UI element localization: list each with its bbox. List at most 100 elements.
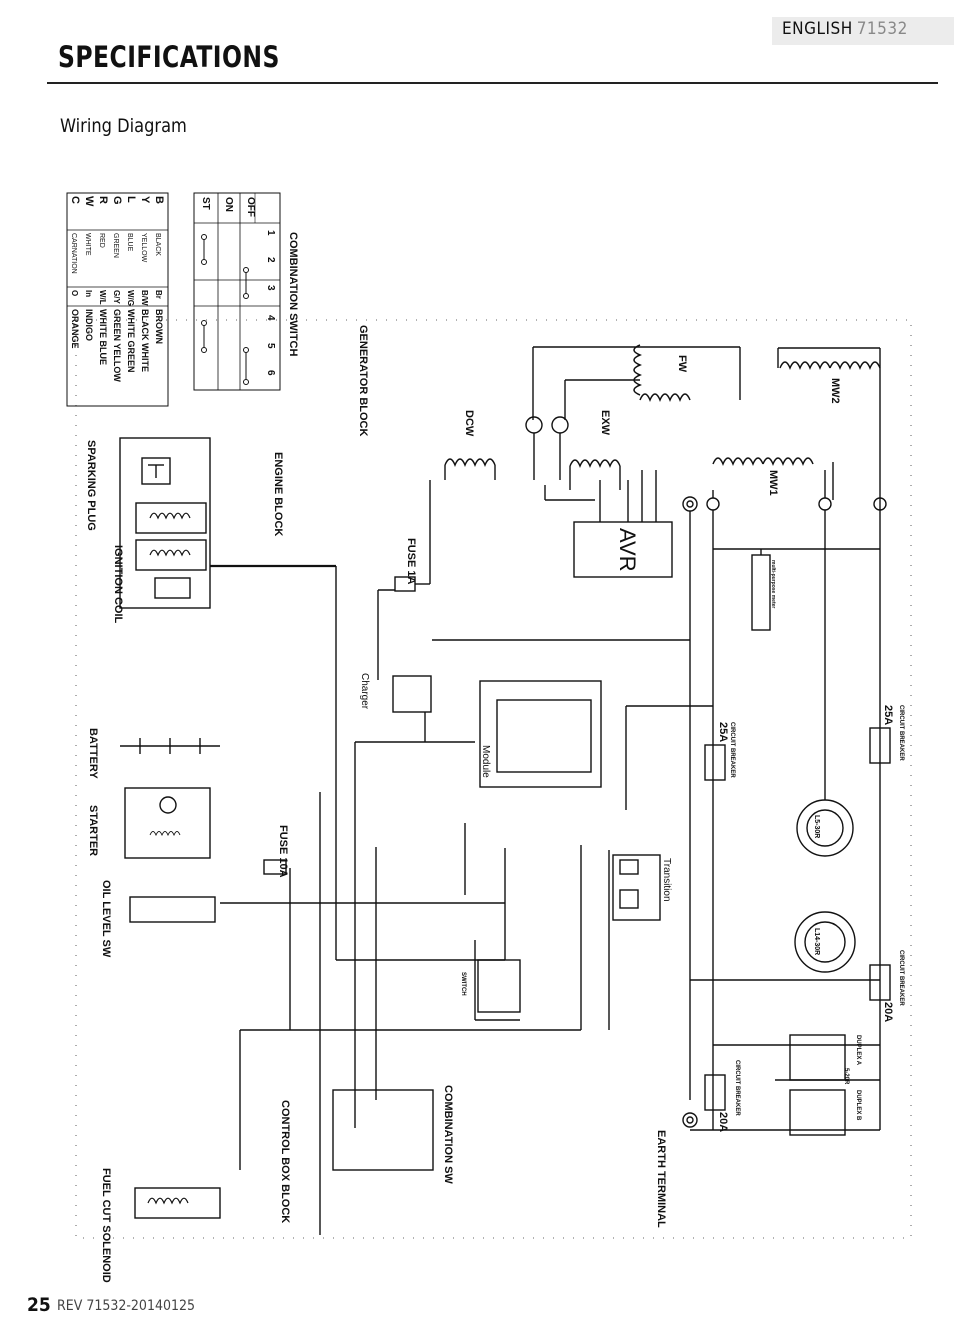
legend-name2: WHITE GREEN (126, 309, 136, 373)
legend-color: CARNATION (70, 233, 77, 274)
legend-code2: Br (154, 290, 163, 299)
header-band (772, 17, 954, 45)
combo-node (243, 293, 249, 299)
5-20r-label: 5-20R (843, 1068, 849, 1085)
engine-peripherals (120, 738, 505, 1219)
legend-code2: O (70, 290, 79, 296)
legend-code2: In (84, 290, 93, 297)
language: ENGLISH (782, 19, 853, 39)
module-label: Module (480, 745, 491, 778)
fuse-10a-label: FUSE 10A (277, 825, 289, 878)
title-rule (47, 82, 938, 84)
legend-code: W (83, 196, 95, 207)
block-boundary (75, 319, 912, 1239)
cb-25a-label: 25A (882, 705, 894, 725)
battery-label: BATTERY (87, 728, 99, 779)
combo-node (243, 347, 249, 353)
combo-node (201, 320, 207, 326)
generator-block-label: GENERATOR BLOCK (357, 325, 369, 436)
circuit-breaker-bottom-label: CIRCUIT BREAKER (734, 1060, 740, 1116)
legend-code: Y (139, 196, 151, 204)
earth-terminal-label: EARTH TERMINAL (655, 1130, 667, 1228)
legend-code: L (125, 196, 137, 203)
generator-block (444, 344, 887, 1130)
exw-label: EXW (599, 410, 611, 436)
cb-25a-left-label: 25A (717, 722, 729, 742)
legend-color: BLUE (126, 233, 133, 252)
legend-name2: BROWN (154, 309, 164, 344)
combo-col-label: 1 (265, 230, 276, 236)
legend-name2: INDIGO (84, 309, 94, 341)
combination-switch-table: OFF ON ST 1 2 3 4 5 6 COMBINATION SWITCH (193, 192, 299, 391)
combo-col-label: 5 (265, 343, 276, 349)
combo-node (243, 267, 249, 273)
mw2-label: MW2 (829, 378, 841, 404)
combo-col-label: 4 (265, 315, 276, 321)
charger-label: Charger (359, 673, 370, 710)
circuit-breaker-left-label: CIRCUIT BREAKER (729, 722, 735, 778)
circuit-breaker-25a-label: CIRCUIT BREAKER (898, 705, 904, 761)
section-title: Wiring Diagram (60, 115, 187, 137)
legend-code2: W/G (126, 290, 135, 306)
legend-color: WHITE (84, 233, 91, 256)
diagram-labels: GENERATOR BLOCK ENGINE BLOCK CONTROL BOX… (85, 325, 904, 1283)
legend-name2: BLACK WHITE (140, 309, 150, 372)
combo-row-label: ST (200, 197, 211, 210)
legend-code: G (111, 196, 123, 205)
fw-label: FW (676, 355, 688, 373)
starter-label: STARTER (87, 805, 99, 856)
combo-node (201, 347, 207, 353)
legend-code: C (69, 196, 81, 204)
cb-20a-label: 20A (882, 1002, 894, 1022)
avr-label: AVR (615, 528, 640, 572)
cb-20a-bottom-label: 20A (717, 1112, 729, 1132)
transition-label: Transition (661, 858, 672, 902)
combo-row-label: ON (223, 197, 234, 212)
combo-col-label: 2 (265, 257, 276, 263)
legend-color: RED (98, 233, 105, 248)
legend-code2: W/L (98, 290, 107, 305)
circuit-breaker-20a-label: CIRCUIT BREAKER (898, 950, 904, 1006)
combo-row-label: OFF (245, 197, 256, 217)
combo-col-label: 3 (265, 285, 276, 291)
control-box-wiring (239, 480, 880, 1235)
legend-code2: B/W (140, 290, 149, 306)
revision-code: REV 71532-20140125 (57, 1298, 196, 1314)
legend-name2: GREEN YELLOW (112, 309, 122, 382)
l5-30r-label: L5-30R (813, 815, 820, 838)
ignition-coil-label: IGNITION COIL (112, 545, 124, 624)
legend-name2: WHITE BLUE (98, 309, 108, 365)
combo-node (201, 234, 207, 240)
legend-color: BLACK (154, 233, 161, 256)
legend-color: GREEN (112, 233, 119, 258)
combo-col-label: 6 (265, 370, 276, 376)
duplex-b-label: DUPLEX B (855, 1090, 861, 1121)
dcw-label: DCW (463, 410, 475, 437)
combination-sw-label: COMBINATION SW (442, 1085, 454, 1184)
l14-30r-label: L14-30R (813, 928, 820, 955)
engine-block (119, 437, 337, 792)
fuel-cut-solenoid-label: FUEL CUT SOLENOID (100, 1168, 112, 1283)
model-number: 71532 (856, 19, 908, 39)
combo-node (201, 259, 207, 265)
switch-label: SWITCH (460, 972, 466, 996)
legend-name2: ORANGE (70, 309, 80, 349)
page-title: SPECIFICATIONS (58, 40, 280, 74)
outlet-panel (704, 727, 891, 1136)
legend-code: R (97, 196, 109, 204)
duplex-a-label: DUPLEX A (855, 1035, 861, 1066)
sparking-plug-label: SPARKING PLUG (85, 440, 97, 531)
legend-code2: G/Y (112, 290, 121, 304)
mw1-label: MW1 (767, 470, 779, 496)
engine-block-label: ENGINE BLOCK (272, 452, 284, 536)
page-number: 25 (27, 1294, 51, 1316)
legend-color: YELLOW (140, 233, 147, 263)
multipurpose-meter-label: multi-purpose meter (770, 560, 776, 608)
fuse-1a-label: FUSE 1A (405, 538, 417, 585)
combination-switch-title: COMBINATION SWITCH (287, 232, 299, 357)
control-box-block-label: CONTROL BOX BLOCK (279, 1100, 291, 1223)
oil-level-sw-label: OIL LEVEL SW (100, 880, 112, 958)
